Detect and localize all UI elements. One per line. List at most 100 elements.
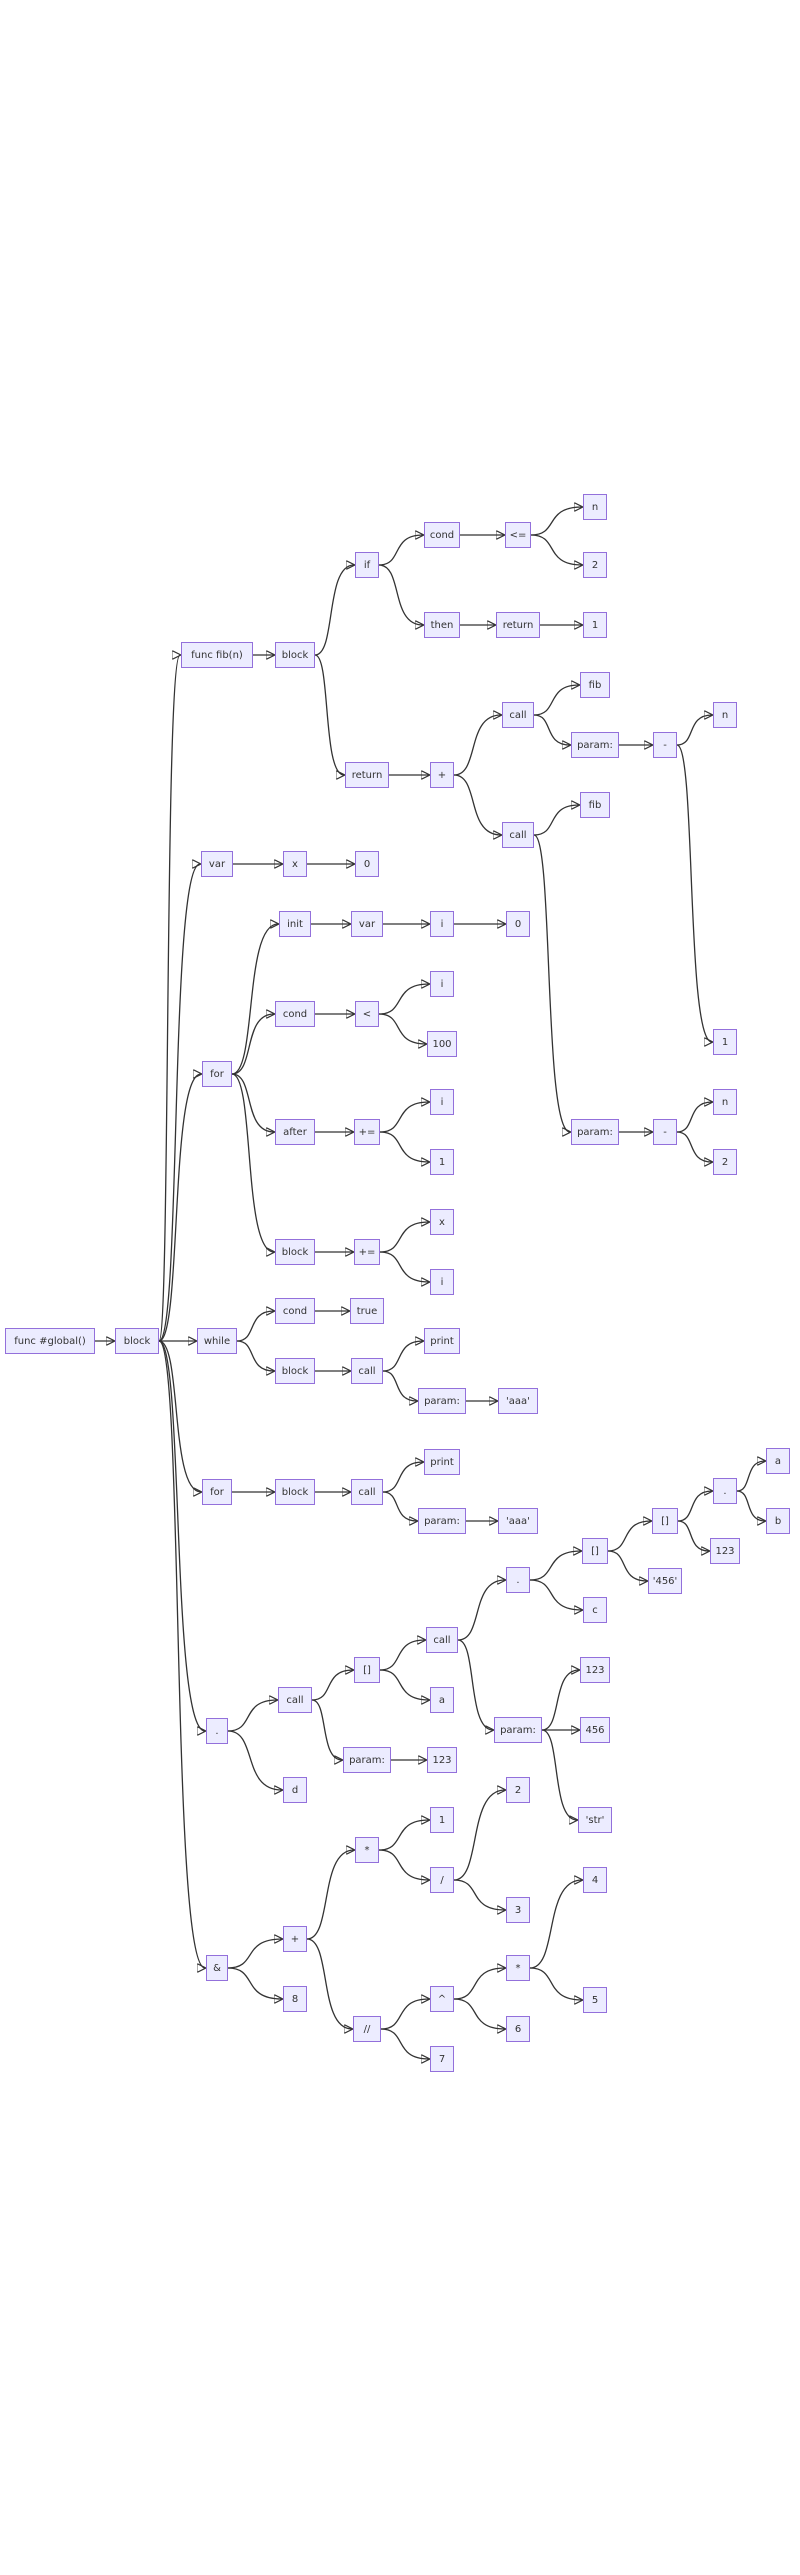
node-pe: += <box>354 1119 380 1145</box>
node-dp2: param: <box>494 1717 542 1743</box>
edge-dc-dp <box>311 1699 342 1760</box>
node-vx: x <box>283 851 307 877</box>
edge-m1-m1n <box>676 715 712 746</box>
node-c1p: param: <box>571 732 619 758</box>
node-f1b: block <box>275 1239 315 1265</box>
edge-f1-f1b <box>231 1073 274 1252</box>
edge-c2-c2p <box>533 834 570 1132</box>
node-d123: 123 <box>710 1538 740 1564</box>
node-m2n: n <box>713 1089 737 1115</box>
node-p456: 456 <box>580 1717 610 1743</box>
node-f2a: 'aaa' <box>498 1508 538 1534</box>
edge-gb-dt <box>158 1340 205 1731</box>
node-pe2i: i <box>430 1269 454 1295</box>
node-a6: 6 <box>506 2016 530 2042</box>
edge-gb-v <box>158 864 200 1342</box>
node-dc2: call <box>426 1627 458 1653</box>
edge-f1-f1i <box>231 924 278 1075</box>
node-m2: - <box>653 1119 677 1145</box>
edge-db-da <box>379 1669 429 1700</box>
node-da2: a <box>766 1448 790 1474</box>
node-wt: true <box>350 1298 384 1324</box>
edge-am2-a4 <box>529 1880 582 1969</box>
edge-w-wc <box>236 1311 274 1342</box>
node-g: func #global() <box>5 1328 95 1354</box>
node-wb: block <box>275 1358 315 1384</box>
node-f2pa: param: <box>418 1508 466 1534</box>
node-le: <= <box>505 522 531 548</box>
node-dd: d <box>283 1777 307 1803</box>
node-ic: cond <box>424 522 460 548</box>
node-wpr: print <box>424 1328 460 1354</box>
edge-le-ln <box>530 507 582 536</box>
edge-dc2-dd2 <box>457 1580 505 1641</box>
edge-f1-f1c <box>231 1014 274 1075</box>
node-wc: cond <box>275 1298 315 1324</box>
node-pex: x <box>430 1209 454 1235</box>
edge-db3-d123 <box>677 1520 709 1551</box>
edge-f1-f1a <box>231 1073 274 1132</box>
edge-am-adv <box>378 1849 429 1880</box>
node-ff: func fib(n) <box>181 642 253 668</box>
node-f2b: block <box>275 1479 315 1505</box>
node-am: * <box>355 1837 379 1863</box>
edge-ap-am <box>306 1850 354 1940</box>
node-a8: 8 <box>283 1986 307 2012</box>
node-gb: block <box>115 1328 159 1354</box>
node-a3: 3 <box>506 1897 530 1923</box>
edge-pe2-pe2i <box>379 1251 429 1282</box>
edge-fb-if <box>314 565 354 656</box>
node-a5: 5 <box>583 1987 607 2013</box>
node-w: while <box>197 1328 237 1354</box>
node-apw: ^ <box>430 1986 454 2012</box>
node-dc: call <box>278 1687 312 1713</box>
node-m1: - <box>653 732 677 758</box>
edge-w-wb <box>236 1340 274 1371</box>
node-l2: 2 <box>583 552 607 578</box>
node-a7: 7 <box>430 2046 454 2072</box>
edge-lt-lti <box>378 984 429 1015</box>
node-f2: for <box>202 1479 232 1505</box>
edge-c2-c2f <box>533 805 579 836</box>
edge-m1-m11 <box>676 744 712 1042</box>
node-a4: 4 <box>583 1867 607 1893</box>
node-v: var <box>201 851 233 877</box>
edge-fb-fr <box>314 654 344 775</box>
edge-dc2-dp2 <box>457 1639 493 1730</box>
edge-m2-m2n <box>676 1102 712 1133</box>
edge-f2c-f2pa <box>382 1491 417 1521</box>
edge-apw-am2 <box>453 1968 505 2000</box>
node-a2: 2 <box>506 1777 530 1803</box>
node-db3: [] <box>652 1508 678 1534</box>
node-it: then <box>424 612 460 638</box>
edge-gb-f1 <box>158 1074 201 1342</box>
node-f1i: init <box>279 911 311 937</box>
node-ap: + <box>283 1926 307 1952</box>
node-dp123: 123 <box>427 1747 457 1773</box>
edge-afl-a7 <box>380 2028 429 2059</box>
edge-ap-afl <box>306 1938 352 2029</box>
node-wpa: param: <box>418 1388 466 1414</box>
node-i1: 1 <box>583 612 607 638</box>
node-v0: 0 <box>355 851 379 877</box>
node-c2f: fib <box>580 792 610 818</box>
edge-gb-f2 <box>158 1340 201 1492</box>
edge-amp-a8 <box>227 1967 282 1999</box>
edge-db2-db3 <box>607 1521 651 1552</box>
node-lti: i <box>430 971 454 997</box>
edge-lt-lt1 <box>378 1013 426 1044</box>
node-pe2: += <box>354 1239 380 1265</box>
edge-if-it <box>378 564 423 625</box>
node-adv: / <box>430 1867 454 1893</box>
node-lt1: 100 <box>427 1031 457 1057</box>
node-am1: 1 <box>430 1807 454 1833</box>
node-ln: n <box>583 494 607 520</box>
edge-pe-pe1 <box>379 1131 429 1162</box>
edge-db-dc2 <box>379 1640 425 1671</box>
node-pl: + <box>430 762 454 788</box>
edge-dp2-p123 <box>541 1670 579 1731</box>
edge-c1-c1f <box>533 685 579 716</box>
edge-le-l2 <box>530 534 582 565</box>
node-dbb: b <box>766 1508 790 1534</box>
